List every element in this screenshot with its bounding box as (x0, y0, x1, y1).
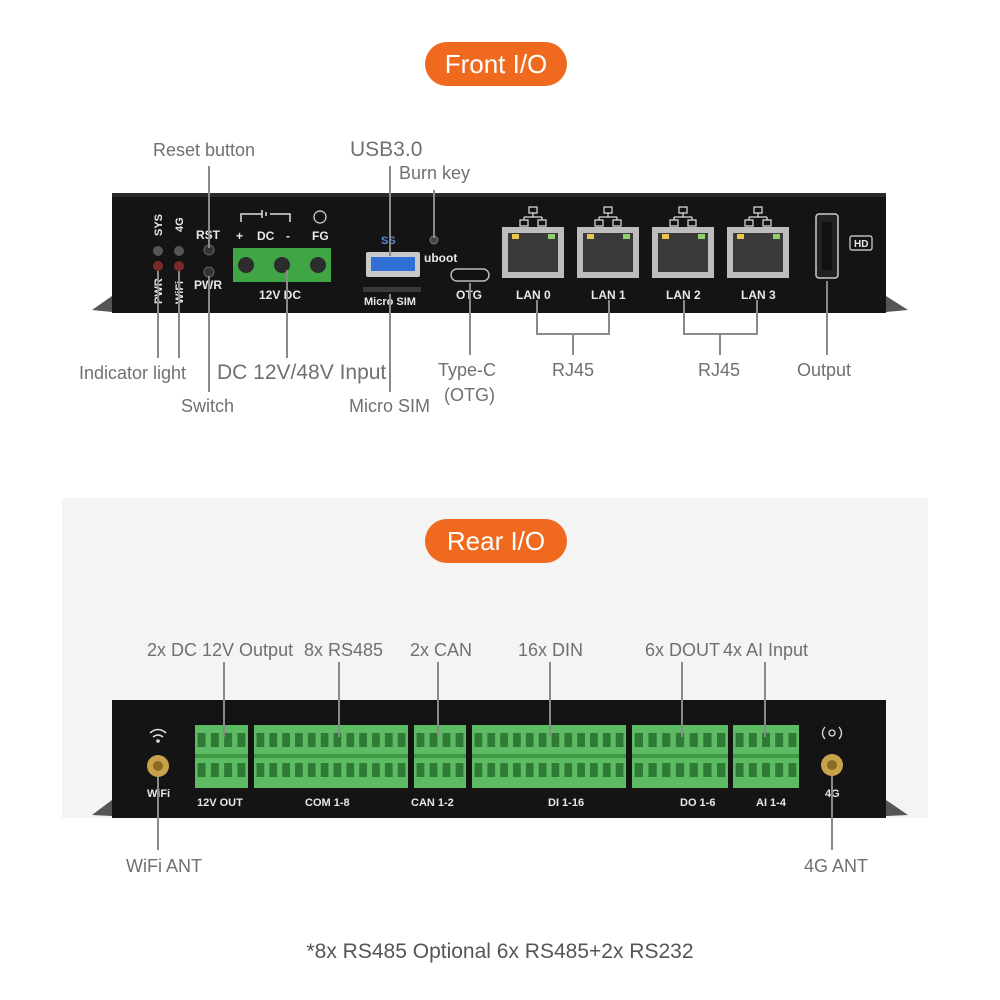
4g-ant-label: 4G ANT (804, 856, 869, 876)
ai-label: AI 1-4 (756, 797, 787, 809)
rs485-label: 8x RS485 (304, 640, 384, 660)
dout-label: 6x DOUT (645, 640, 721, 660)
lan-port-1: LAN 1 (577, 206, 639, 302)
v12-out-label: 12V OUT (197, 797, 243, 809)
terminal-do (632, 725, 728, 788)
led-sys-label: SYS (153, 214, 165, 236)
indicator-light-label: Indicator light (79, 363, 187, 383)
lan-port-0: LAN 0 (502, 206, 564, 302)
wifi-antenna-connector (147, 728, 169, 777)
rear-io-title: Rear I/O (425, 519, 567, 563)
dc-minus-label: - (286, 229, 290, 243)
usb-ss-logo: SS (381, 235, 396, 247)
dc-input-label: DC 12V/48V Input (217, 361, 387, 384)
rear-callout-lines (157, 662, 833, 850)
lan-label-1: LAN 1 (591, 288, 626, 302)
wifi-ant-label: WiFi ANT (126, 856, 202, 876)
do-label: DO 1-6 (680, 797, 715, 809)
4g-antenna-connector (821, 726, 843, 776)
front-io-title: Front I/O (425, 42, 567, 86)
dc-plus-label: + (236, 229, 243, 243)
di-label: DI 1-16 (548, 797, 584, 809)
hd-label: HD (854, 239, 868, 250)
terminal-12v-out (195, 725, 248, 788)
com-label: COM 1-8 (305, 797, 350, 809)
terminal-blocks (195, 725, 799, 788)
dc-label: DC (257, 229, 275, 243)
usb30-label: USB3.0 (350, 138, 423, 161)
can-callout-label: 2x CAN (410, 640, 473, 660)
lan-port-2: LAN 2 (652, 206, 714, 302)
ai-input-label: 4x AI Input (723, 640, 809, 660)
footnote: *8x RS485 Optional 6x RS485+2x RS232 (306, 940, 694, 963)
type-c-label: Type-C (438, 360, 497, 380)
dc-output-label: 2x DC 12V Output (147, 640, 294, 660)
terminal-com (254, 725, 408, 788)
can-label: CAN 1-2 (411, 797, 454, 809)
lan-label-3: LAN 3 (741, 288, 776, 302)
terminal-can (414, 725, 466, 788)
uboot-label: uboot (424, 251, 457, 265)
type-c-port (450, 268, 490, 282)
fg-label: FG (312, 229, 329, 243)
lan-port-3: LAN 3 (727, 206, 789, 302)
front-callout-lines (157, 166, 828, 392)
dc-port-label: 12V DC (259, 288, 301, 302)
lan-ports: LAN 0 LAN 1 LAN 2 LAN 3 (502, 206, 789, 302)
indicator-leds (153, 246, 184, 271)
lan-label-0: LAN 0 (516, 288, 551, 302)
switch-label: Switch (181, 396, 235, 416)
micro-sim-label: Micro SIM (349, 396, 430, 416)
burn-key-label: Burn key (399, 163, 471, 183)
rj45-label-b: RJ45 (698, 360, 741, 380)
output-label: Output (797, 360, 852, 380)
type-c-sub-label: (OTG) (444, 385, 495, 405)
lan-label-2: LAN 2 (666, 288, 701, 302)
led-4g-label: 4G (174, 217, 186, 232)
reset-button-label: Reset button (153, 140, 256, 160)
rj45-label-a: RJ45 (552, 360, 595, 380)
din-label: 16x DIN (518, 640, 584, 660)
